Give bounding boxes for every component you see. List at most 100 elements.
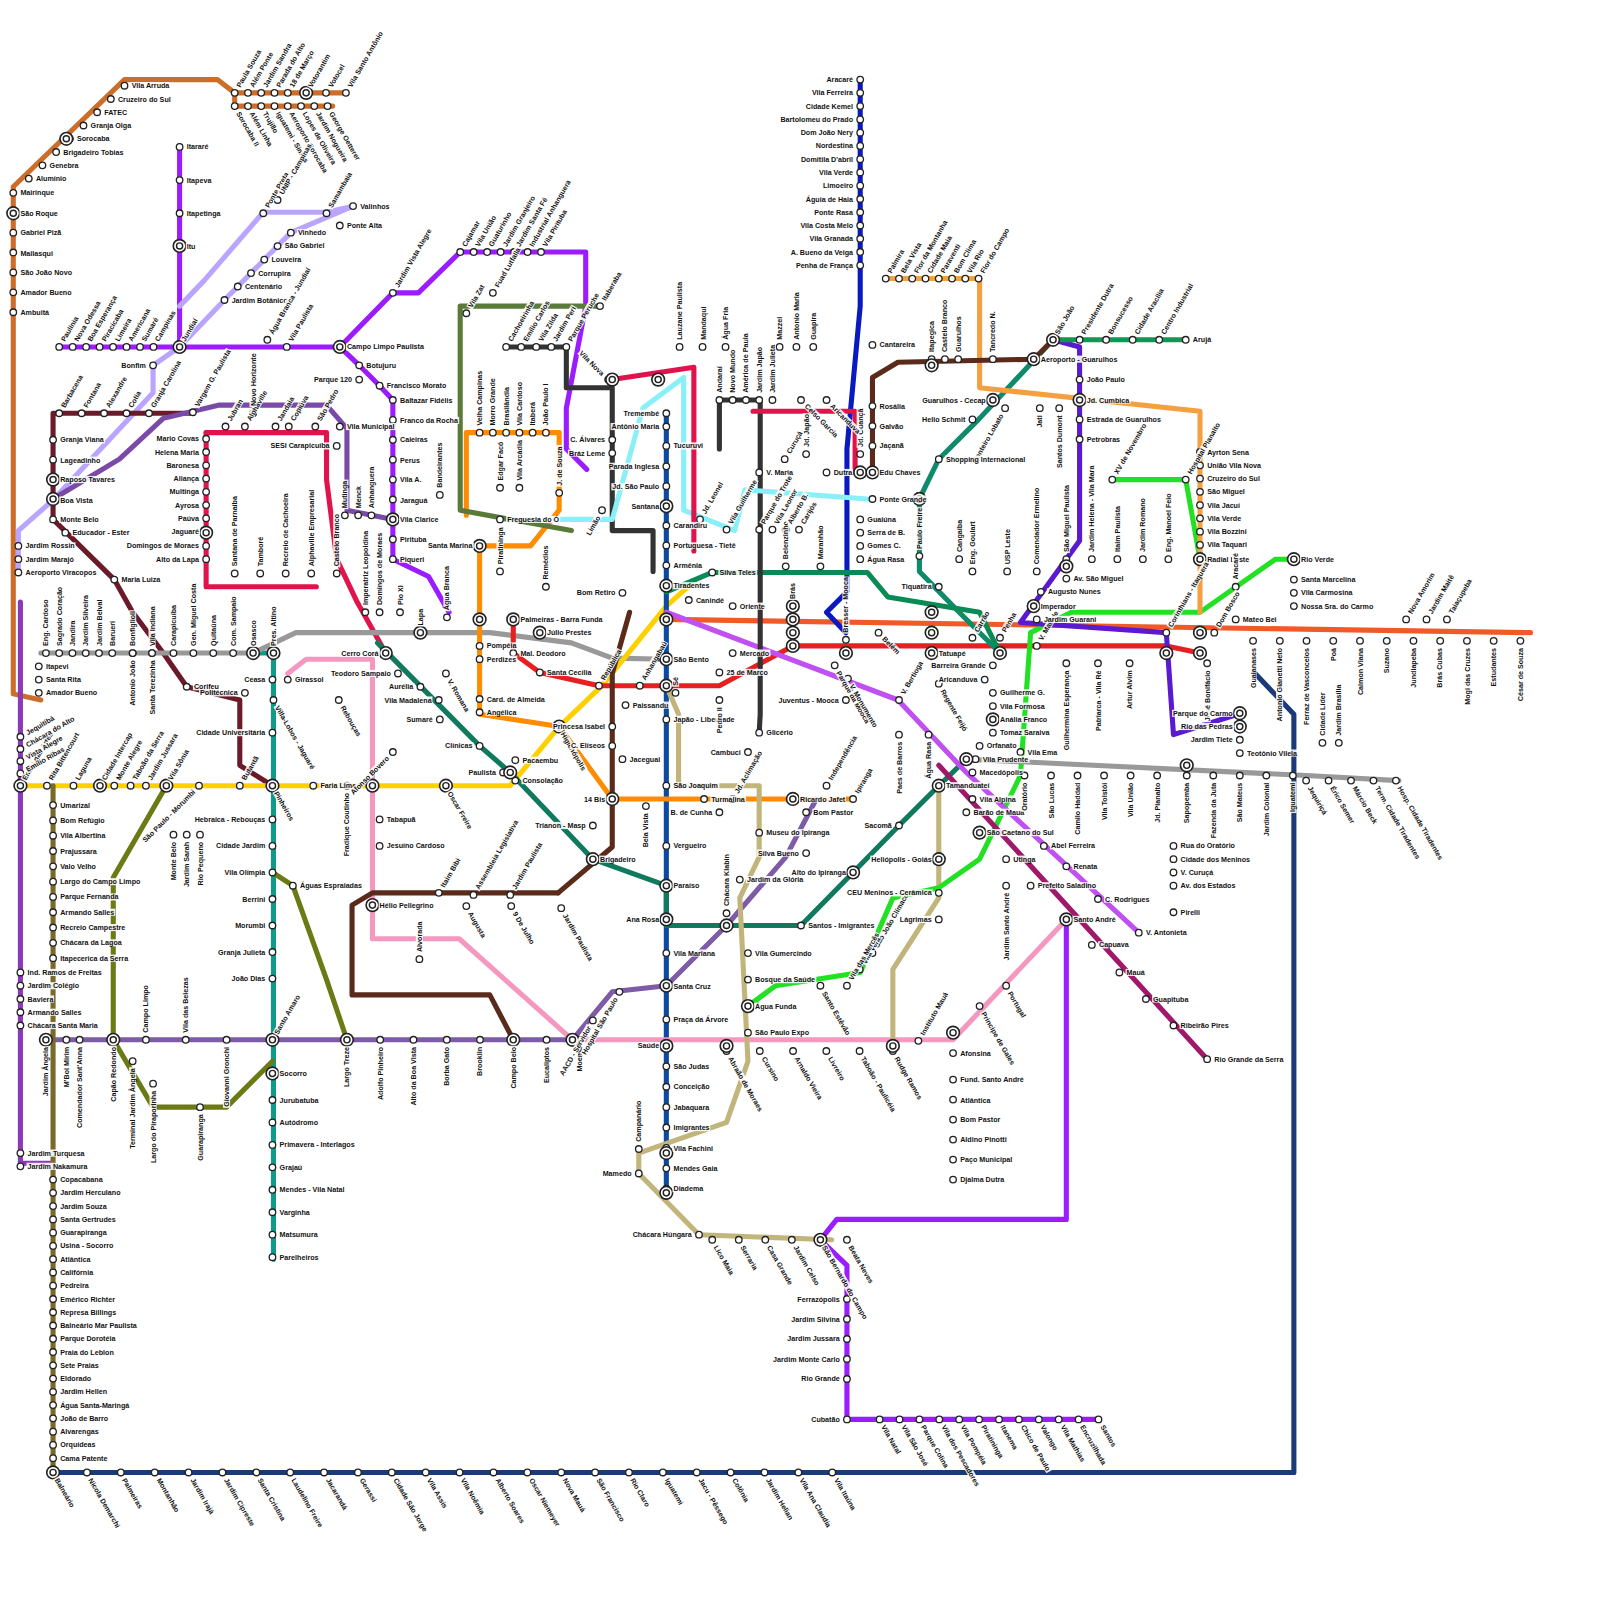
station-dot bbox=[230, 650, 237, 657]
station-label: M'Boi Mirim bbox=[63, 1046, 70, 1088]
station-label: Ricardo Jafet bbox=[799, 795, 846, 802]
station-label: Belenzinho bbox=[782, 520, 789, 560]
station-dot bbox=[503, 429, 510, 436]
station-label: Bonsucesso bbox=[1106, 294, 1134, 336]
station-label: Granja Julieta bbox=[217, 948, 266, 955]
station-label: Itapegica bbox=[928, 320, 935, 353]
interchange-core bbox=[177, 344, 183, 350]
station-dot bbox=[36, 663, 43, 670]
station-dot bbox=[1393, 777, 1400, 784]
station-label: Jardim Rossin bbox=[24, 542, 75, 549]
station-dot bbox=[1016, 1416, 1023, 1423]
station-label: V. Antonieta bbox=[1145, 929, 1188, 936]
station-dot bbox=[663, 542, 670, 549]
station-label: Cangaíba bbox=[956, 519, 963, 553]
station-dot bbox=[857, 529, 864, 536]
station-dot bbox=[219, 1469, 226, 1476]
interchange-ring bbox=[925, 606, 938, 619]
station-dot bbox=[342, 512, 349, 519]
interchange-ring bbox=[533, 626, 546, 639]
station-dot bbox=[26, 175, 33, 182]
station-dot bbox=[356, 362, 363, 369]
interchange-ring bbox=[341, 1033, 354, 1046]
interchange-ring bbox=[1194, 647, 1207, 660]
interchange-core bbox=[337, 344, 343, 350]
station-label: Jaçanã bbox=[879, 442, 905, 449]
station-label: Jd. Leonel bbox=[700, 480, 725, 516]
station-dot bbox=[150, 344, 157, 351]
interchange-core bbox=[163, 783, 169, 789]
station-dot bbox=[663, 782, 670, 789]
interchange-core bbox=[936, 856, 942, 862]
station-label: Eucaliptos bbox=[543, 1046, 550, 1084]
station-label: Hebraica - Rebouças bbox=[194, 816, 267, 823]
station-label: Granja Viana bbox=[59, 436, 105, 443]
station-dot bbox=[776, 344, 783, 351]
station-label: Regente Feijó bbox=[939, 687, 970, 733]
station-dot bbox=[1076, 376, 1083, 383]
station-dot bbox=[1319, 740, 1326, 747]
interchange-ring bbox=[200, 526, 213, 539]
interchange-core bbox=[929, 650, 935, 656]
station-dot bbox=[282, 570, 289, 577]
station-label: Novo Horizonte bbox=[249, 352, 256, 407]
station-label: Jacarandá bbox=[324, 1476, 349, 1512]
station-label: Jequiriçá bbox=[1306, 784, 1329, 817]
metro-line bbox=[1020, 340, 1240, 735]
station-label: Ponte Alta bbox=[346, 222, 383, 229]
station-dot bbox=[82, 650, 89, 657]
station-dot bbox=[609, 450, 616, 457]
station-label: Vila Fachini bbox=[672, 1144, 714, 1151]
interchange-core bbox=[510, 616, 516, 622]
interchange-ring bbox=[660, 1040, 673, 1053]
station-dot bbox=[817, 563, 824, 570]
station-label: Jati bbox=[1036, 414, 1043, 428]
station-dot bbox=[537, 629, 544, 636]
station-dot bbox=[1291, 576, 1298, 583]
station-label: Água Rasa bbox=[866, 556, 905, 563]
station-dot bbox=[369, 902, 376, 909]
station-label: Água Santa-Maringá bbox=[59, 1402, 130, 1409]
station-label: Paulista bbox=[467, 769, 496, 776]
station-dot bbox=[1277, 638, 1284, 645]
station-label: Limoeiro bbox=[822, 182, 854, 189]
station-dot bbox=[17, 1163, 24, 1170]
station-dot bbox=[197, 831, 204, 838]
station-dot bbox=[1303, 638, 1310, 645]
station-dot bbox=[416, 956, 423, 963]
station-dot bbox=[417, 629, 424, 636]
station-dot bbox=[663, 582, 670, 589]
station-label: Mateo Bei bbox=[1242, 616, 1278, 623]
interchange-core bbox=[1050, 337, 1056, 343]
interchange-ring bbox=[473, 540, 486, 553]
station-dot bbox=[1165, 556, 1172, 563]
station-dot bbox=[844, 1356, 851, 1363]
station-dot bbox=[976, 1003, 983, 1010]
station-dot bbox=[663, 1083, 670, 1090]
station-label: Beata Neves bbox=[847, 1243, 875, 1285]
station-dot bbox=[264, 337, 271, 344]
station-dot bbox=[237, 782, 244, 789]
station-label: Petrobras bbox=[1086, 436, 1121, 443]
interchange-dot bbox=[587, 853, 600, 866]
station-dot bbox=[137, 344, 144, 351]
interchange-core bbox=[269, 1037, 275, 1043]
station-label: Usina - Socorro bbox=[59, 1242, 114, 1249]
station-label: Aracaré bbox=[825, 76, 854, 83]
station-dot bbox=[599, 507, 606, 514]
station-dot bbox=[303, 90, 310, 97]
interchange-ring bbox=[973, 826, 986, 839]
interchange-core bbox=[369, 902, 375, 908]
station-dot bbox=[1250, 638, 1257, 645]
station-label: Valo Velho bbox=[59, 863, 97, 870]
station-label: Oscar Freire bbox=[446, 789, 474, 831]
station-label: Juventus - Mooca bbox=[777, 696, 839, 703]
station-dot bbox=[50, 1362, 57, 1369]
station-label: Cubatão bbox=[810, 1416, 841, 1423]
station-label: Jesuíno Cardoso bbox=[386, 842, 446, 849]
station-label: Jandira bbox=[69, 619, 76, 646]
station-label: Teotônio Vilela bbox=[1246, 749, 1298, 756]
station-label: Djalma Dutra bbox=[959, 1176, 1005, 1183]
station-dot bbox=[50, 1469, 57, 1476]
interchange-core bbox=[17, 783, 23, 789]
